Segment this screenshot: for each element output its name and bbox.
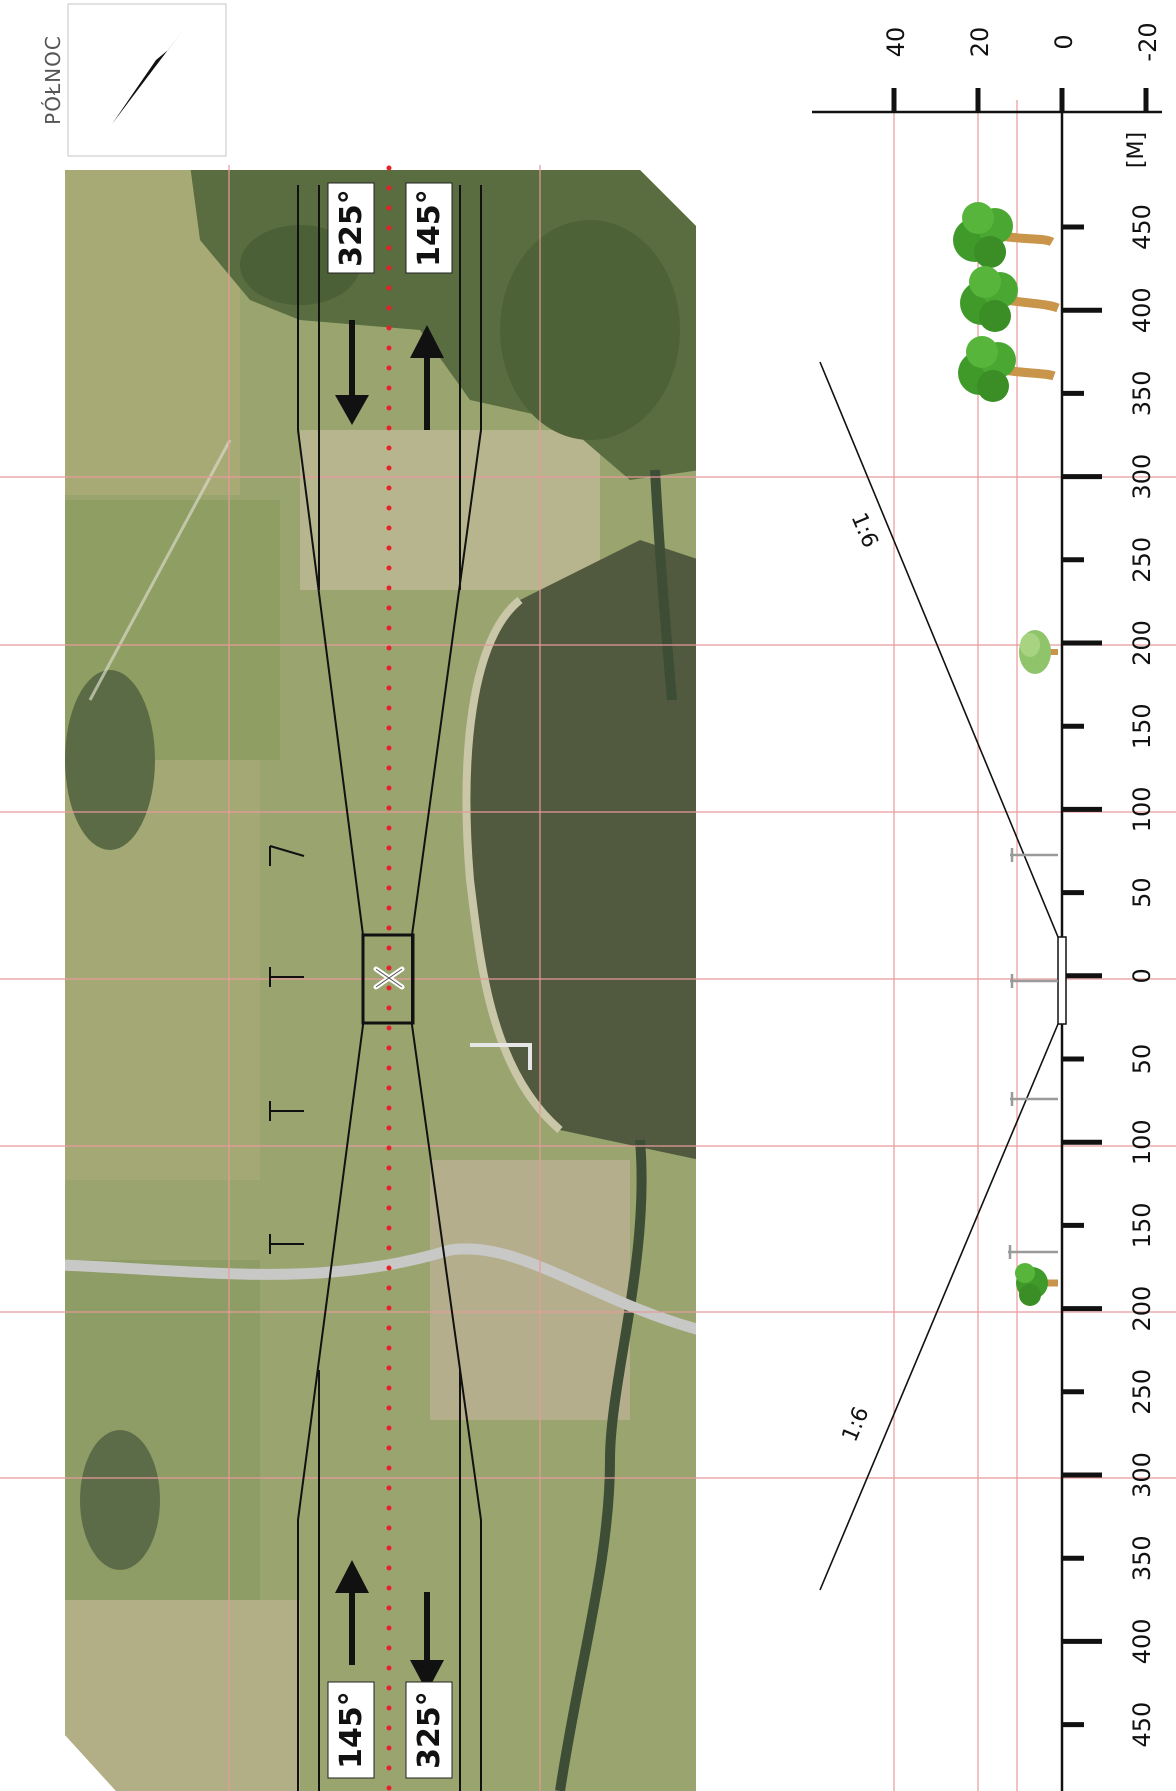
poles <box>269 845 305 1254</box>
height-tick: 40 <box>882 27 910 58</box>
tree-icon <box>1015 1263 1058 1306</box>
runway-strip <box>1057 936 1067 1025</box>
field-patch <box>65 1600 300 1791</box>
distance-tick-label: 450 <box>1128 1702 1156 1748</box>
road <box>65 1243 696 1336</box>
field-patch <box>65 1260 260 1600</box>
direction-arrow-icon <box>410 1592 444 1692</box>
distance-tick-label: 200 <box>1128 1286 1156 1332</box>
distance-tick-label: 250 <box>1128 1369 1156 1415</box>
distance-ticks: 450 400 350 300 250 200 150 100 50 0 50 100 150 200 25… <box>1062 204 1156 1748</box>
path <box>88 439 232 701</box>
distance-tick-label: 50 <box>1128 877 1156 908</box>
tree-icon <box>960 266 1060 332</box>
distance-tick-label: 300 <box>1128 1452 1156 1498</box>
heading-label: 145° <box>412 189 447 267</box>
distance-tick-label: 350 <box>1128 1535 1156 1581</box>
tree-cluster <box>80 1430 160 1570</box>
distance-tick-label: 150 <box>1128 1202 1156 1248</box>
tree-icon <box>953 202 1055 268</box>
unit-label: [M] <box>1124 132 1149 168</box>
path <box>470 1043 532 1070</box>
heading-labels: 325° 145° 145° 325° <box>327 182 453 1779</box>
elevation-profile: 40 20 0 -20 [M] 450 400 350 300 250 200 150 100… <box>812 22 1162 1791</box>
heading-label: 325° <box>334 189 369 267</box>
aerial-photo <box>65 170 696 1791</box>
distance-tick-label: 200 <box>1128 620 1156 666</box>
pole-icon <box>1010 848 1058 862</box>
river <box>555 469 677 1791</box>
pole-icon <box>1010 974 1058 988</box>
distance-tick-label: 400 <box>1128 1618 1156 1664</box>
tree-cluster <box>65 670 155 850</box>
distance-tick-label: 50 <box>1128 1044 1156 1075</box>
compass-box <box>67 3 227 157</box>
reservoir <box>466 540 696 1160</box>
pole-icon <box>1008 1245 1058 1259</box>
heading-label: 325° <box>412 1691 447 1769</box>
distance-tick-label: 350 <box>1128 370 1156 416</box>
distance-tick-label: 0 <box>1128 968 1156 983</box>
distance-tick-label: 400 <box>1128 287 1156 333</box>
slope-label: 1:6 <box>846 509 883 551</box>
height-tick: 0 <box>1050 34 1078 49</box>
pole-icon <box>269 845 305 866</box>
heading-label: 145° <box>334 1691 369 1769</box>
profile-poles <box>1008 848 1058 1259</box>
grid <box>0 100 1176 1791</box>
tree-icon <box>1019 630 1058 674</box>
direction-arrow-icon <box>410 325 444 430</box>
forest <box>500 220 680 440</box>
field-patch <box>300 430 600 590</box>
pole-icon <box>269 1234 304 1254</box>
height-tick: -20 <box>1134 22 1162 61</box>
slope-line <box>819 1023 1059 1591</box>
north-arrow-icon <box>112 30 183 124</box>
compass: PÓŁNOC <box>41 3 227 157</box>
pole-icon <box>269 1101 304 1121</box>
direction-arrows <box>335 320 444 1692</box>
pole-icon <box>1010 1092 1058 1106</box>
airfield-icon <box>361 933 415 1025</box>
shoreline <box>462 596 563 1134</box>
distance-tick-label: 150 <box>1128 703 1156 749</box>
slope-label: 1:6 <box>838 1403 875 1445</box>
distance-tick-label: 450 <box>1128 204 1156 250</box>
slope-line <box>819 361 1059 938</box>
distance-tick-label: 100 <box>1128 786 1156 832</box>
direction-arrow-icon <box>335 320 369 425</box>
distance-tick-label: 100 <box>1128 1119 1156 1165</box>
pole-icon <box>269 967 304 987</box>
distance-tick-label: 250 <box>1128 537 1156 583</box>
compass-label: PÓŁNOC <box>41 35 65 125</box>
tree-icon <box>958 336 1056 402</box>
distance-tick-label: 300 <box>1128 454 1156 500</box>
direction-arrow-icon <box>335 1560 369 1665</box>
height-tick: 20 <box>966 27 994 58</box>
